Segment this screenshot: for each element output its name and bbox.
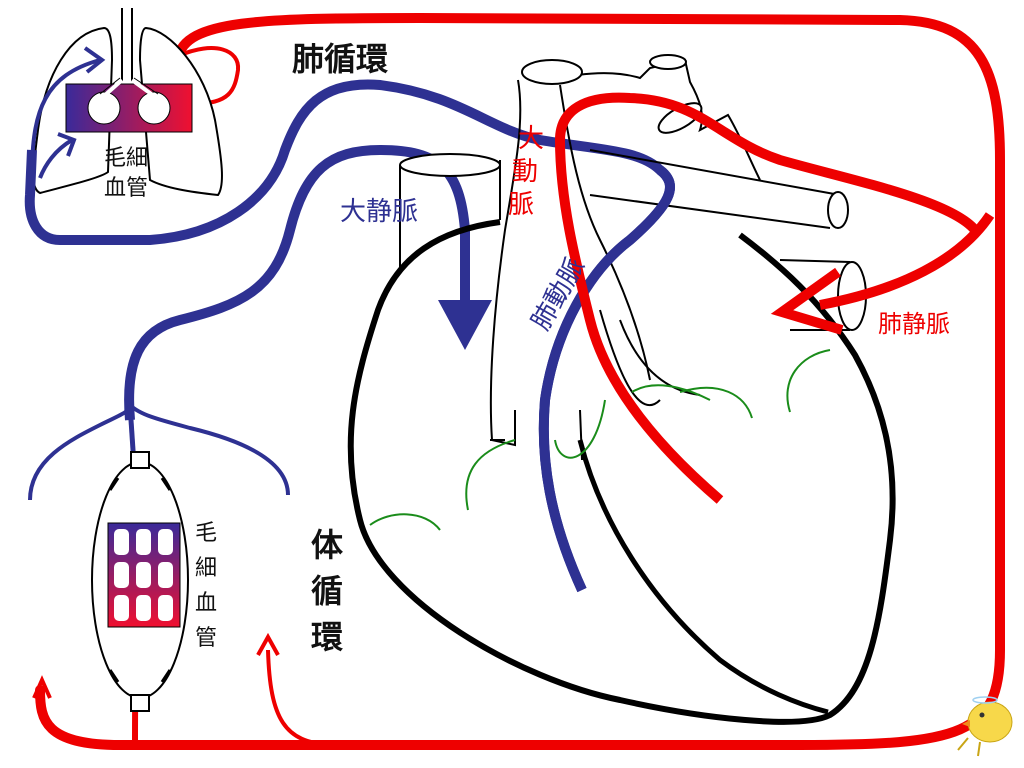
aorta-outline [489,79,522,447]
body-vein-right [128,403,290,496]
aorta-branch-2 [649,54,687,70]
septum-line [577,439,829,715]
bronchi [102,78,156,98]
vena-cava-path [124,144,470,421]
label-pulmonary-circulation: 肺循環 [292,40,388,78]
lung-capillary-box [65,83,193,133]
label-systemic-circulation-2: 循 [311,572,343,610]
lung-outflow-vein [177,46,241,106]
bronchi-outline [99,77,159,95]
arrow-up-right [256,632,280,656]
label-body-capillary-1: 毛 [195,521,217,546]
chick-mascot-icon [957,696,1013,757]
arrow-up-left [32,675,52,699]
body-organ-dash-marks [108,477,172,683]
pulmonary-vein-arrow-shaft [819,212,995,310]
label-body-capillary-4: 管 [195,626,217,651]
body-artery-branch-right [266,649,331,747]
aorta-branch-1 [521,59,583,85]
pulmonary-trunk-tube [589,149,841,407]
label-aorta: 大 動 脈 [508,124,544,220]
pulmonary-artery-in-heart [538,166,675,593]
label-body-capillary-2: 細 [195,556,217,581]
label-systemic-circulation-1: 体 [311,526,343,564]
vena-cava-arrowhead [438,300,492,350]
alveolus-right [137,91,171,125]
aorta-blood-path [554,92,979,504]
lung-inflow-arrow-2 [38,138,74,179]
body-vein-left [28,404,132,501]
label-body-capillary: 毛 細 血 管 [195,521,217,651]
label-systemic-circulation-3: 環 [311,618,343,656]
label-systemic-circulation: 体 循 環 [311,526,343,656]
coronary-vessels [369,349,831,531]
label-aorta-2: 動 [512,157,538,187]
label-aorta-3: 脈 [508,190,534,220]
lung-inflow-arrowhead-1 [83,46,106,74]
pulmonary-vein-arrowhead [770,267,844,335]
label-vena-cava: 大静脈 [340,197,418,227]
label-pulmonary-vein: 肺静脈 [878,310,950,338]
systemic-artery-loop [35,12,1005,750]
label-lung-capillary: 毛細 血管 [104,146,148,201]
label-aorta-1: 大 [518,124,544,154]
label-body-capillary-3: 血 [195,591,217,616]
alveolus-left [87,91,121,125]
body-organ-top-tab [130,451,150,469]
superior-vena-cava-tube [399,160,501,270]
body-organ-bottom-tab [130,694,150,712]
label-lung-capillary-2: 血管 [104,176,148,201]
body-capillary-cells [114,529,173,621]
heart-outline [347,219,896,725]
label-lung-capillary-1: 毛細 [104,146,148,171]
pulmonary-trunk-opening [827,191,849,229]
lung-inflow-arrowhead-2 [57,132,77,157]
heart-inner-lines [490,319,701,461]
superior-vena-cava-opening [399,153,501,177]
lung-inflow-arrow-1 [30,58,101,176]
